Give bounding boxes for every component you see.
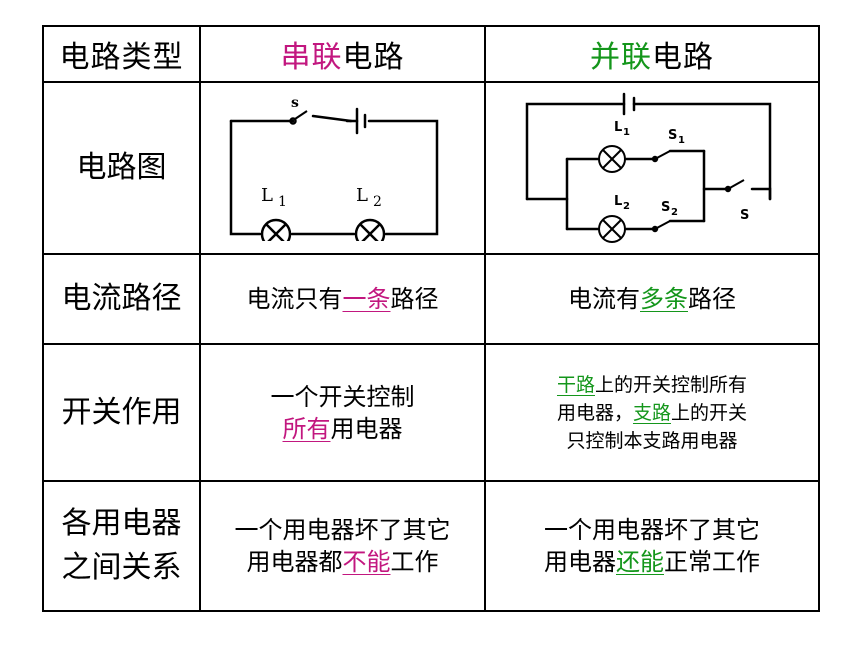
series-diagram-cell: s L 1 L 2: [199, 81, 486, 255]
series-relation-line2: 用电器都不能工作: [201, 546, 484, 578]
parallel-s2-letter: S: [661, 200, 670, 215]
parallel-s1-sub: 1: [678, 135, 685, 146]
series-path-pre: 电流只有: [246, 285, 343, 313]
parallel-path-pre: 电流有: [568, 285, 640, 313]
header-parallel-rest: 电路: [652, 40, 714, 75]
series-lamp2-sub: 2: [373, 194, 382, 210]
parallel-lamp1-sub: 1: [623, 127, 630, 138]
series-switch-label: s: [291, 95, 299, 111]
parallel-path-post: 路径: [688, 285, 736, 313]
relation-row: 各用电器 之间关系 一个用电器坏了其它 用电器都不能工作 一个用电器坏了其它 用…: [42, 480, 820, 612]
parallel-relation-post: 正常工作: [664, 548, 760, 576]
current-path-row: 电流路径 电流只有一条路径 电流有多条路径: [42, 253, 820, 345]
parallel-diagram-cell: L 1 S 1 L 2 S 2 S: [484, 81, 820, 255]
series-relation-cell: 一个用电器坏了其它 用电器都不能工作: [199, 480, 486, 612]
series-switch-cell: 一个开关控制 所有用电器: [199, 343, 486, 482]
parallel-main-switch-label: S: [740, 208, 749, 223]
parallel-path-em: 多条: [640, 285, 688, 313]
parallel-lamp2-sub: 2: [623, 201, 630, 212]
series-lamp1-letter: L: [261, 185, 273, 206]
series-switch-em: 所有: [282, 414, 331, 443]
parallel-switch-mid2: 上的开关: [671, 401, 748, 424]
header-series-accent: 串联: [280, 40, 343, 75]
parallel-path-cell: 电流有多条路径: [484, 253, 820, 345]
series-switch-line1: 一个开关控制: [270, 382, 415, 411]
parallel-switch-cell: 干路上的开关控制所有 用电器，支路上的开关 只控制本支路用电器: [484, 343, 820, 482]
header-parallel-accent: 并联: [590, 40, 652, 75]
parallel-relation-line1: 一个用电器坏了其它: [544, 516, 760, 544]
header-type-cell: 电路类型: [42, 25, 201, 83]
parallel-lamp2-letter: L: [614, 194, 622, 209]
diagram-row-label-cell: 电路图: [42, 81, 201, 255]
series-path-cell: 电流只有一条路径: [199, 253, 486, 345]
switch-role-label-cell: 开关作用: [42, 343, 201, 482]
parallel-relation-cell: 一个用电器坏了其它 用电器还能正常工作: [484, 480, 820, 612]
diagram-row: 电路图: [42, 81, 820, 255]
header-series-rest: 电路: [342, 40, 405, 75]
parallel-relation-line2: 用电器还能正常工作: [486, 546, 818, 578]
switch-role-label: 开关作用: [61, 394, 182, 430]
parallel-switch-line3: 只控制本支路用电器: [566, 429, 738, 452]
relation-label-line2: 之间关系: [61, 550, 182, 585]
series-path-em: 一条: [342, 285, 391, 313]
parallel-circuit-diagram: L 1 S 1 L 2 S 2 S: [525, 92, 772, 243]
relation-label-cell: 各用电器 之间关系: [42, 480, 201, 612]
parallel-switch-em1: 干路: [556, 373, 595, 396]
series-lamp2-letter: L: [356, 185, 368, 206]
series-switch-post: 用电器: [330, 414, 403, 443]
parallel-s1-letter: S: [668, 128, 677, 143]
parallel-lamp1-letter: L: [614, 120, 622, 135]
parallel-s2-sub: 2: [671, 207, 678, 218]
series-lamp1-sub: 1: [278, 194, 287, 210]
switch-role-row: 开关作用 一个开关控制 所有用电器 干路上的开关控制所有 用电器，支路上的开关 …: [42, 343, 820, 482]
header-row: 电路类型 串联电路 并联电路: [42, 25, 820, 83]
header-type-label: 电路类型: [59, 40, 184, 75]
header-parallel-cell: 并联电路: [484, 25, 820, 83]
relation-label-line1: 各用电器: [61, 506, 182, 541]
parallel-switch-line1: 干路上的开关控制所有: [486, 371, 818, 399]
series-path-post: 路径: [390, 285, 439, 313]
parallel-switch-line2: 用电器，支路上的开关: [486, 399, 818, 427]
diagram-row-label: 电路图: [76, 150, 167, 185]
series-relation-post: 工作: [390, 548, 439, 576]
circuit-comparison-table: 电路类型 串联电路 并联电路 电路图: [42, 25, 820, 612]
series-switch-line2: 所有用电器: [201, 413, 484, 445]
parallel-relation-em: 还能: [616, 548, 664, 576]
current-path-label-cell: 电流路径: [42, 253, 201, 345]
header-series-cell: 串联电路: [199, 25, 486, 83]
parallel-switch-em2: 支路: [632, 401, 671, 424]
parallel-relation-pre: 用电器: [544, 548, 616, 576]
current-path-label: 电流路径: [61, 281, 182, 316]
series-relation-pre: 用电器都: [246, 548, 343, 576]
series-relation-line1: 一个用电器坏了其它: [234, 516, 451, 544]
parallel-switch-mid1: 上的开关控制所有: [595, 373, 748, 396]
parallel-switch-pre2: 用电器，: [556, 401, 633, 424]
series-relation-em: 不能: [342, 548, 391, 576]
series-circuit-diagram: s L 1 L 2: [229, 95, 438, 250]
